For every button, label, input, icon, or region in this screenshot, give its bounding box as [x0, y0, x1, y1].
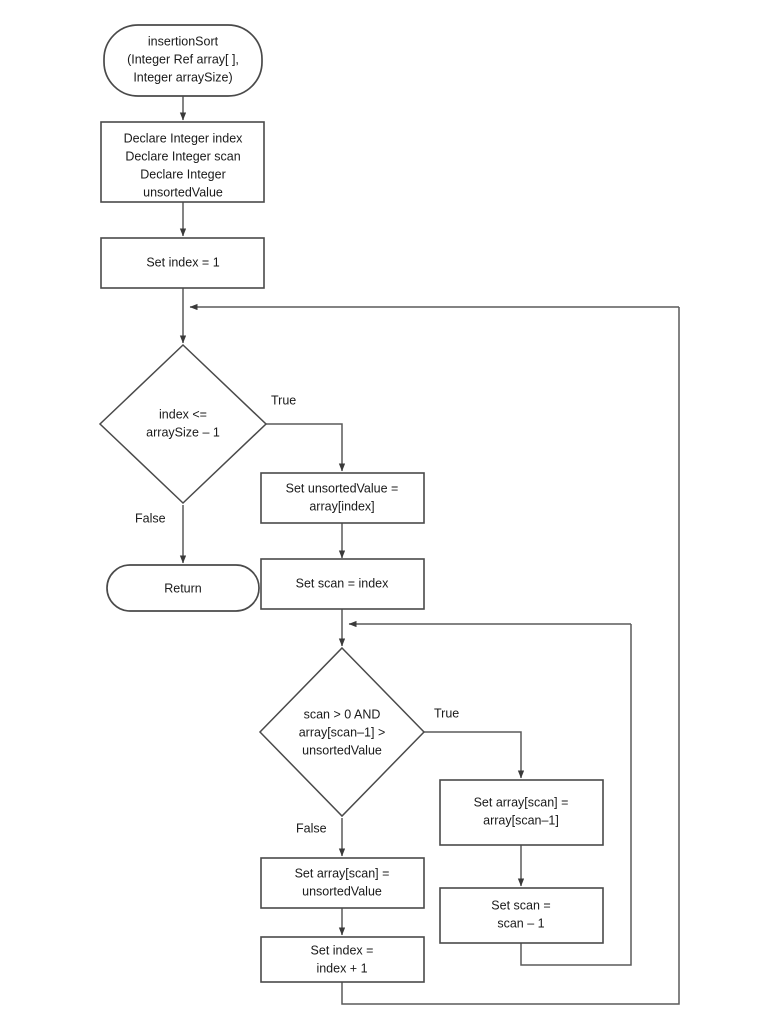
node-shift-element-line-1: Set array[scan] =: [474, 795, 569, 809]
node-shift-element-line-2: array[scan–1]: [483, 813, 559, 827]
node-declare-line-4: unsortedValue: [143, 185, 223, 199]
node-start: insertionSort (Integer Ref array[ ], Int…: [103, 24, 263, 97]
node-decrement-scan: Set scan = scan – 1: [439, 887, 604, 944]
node-increment-index: Set index = index + 1: [260, 936, 425, 983]
node-start-line-1: insertionSort: [148, 34, 219, 48]
node-return-line-1: Return: [164, 581, 202, 595]
node-decrement-scan-line-2: scan – 1: [497, 916, 544, 930]
node-inner-condition-line-1: scan > 0 AND: [304, 707, 381, 721]
node-inner-condition: scan > 0 AND array[scan–1] > unsortedVal…: [258, 646, 426, 818]
node-increment-index-line-1: Set index =: [311, 943, 374, 957]
node-decrement-scan-line-1: Set scan =: [491, 898, 550, 912]
node-declare-line-3: Declare Integer: [140, 167, 225, 181]
node-set-scan-index-line-1: Set scan = index: [296, 576, 390, 590]
node-set-unsorted-value: Set unsortedValue = array[index]: [260, 472, 425, 524]
label-inner-false: False: [296, 821, 327, 835]
label-inner-true: True: [434, 706, 459, 720]
node-set-index-1: Set index = 1: [100, 237, 265, 289]
node-declare-line-1: Declare Integer index: [124, 131, 244, 145]
node-shift-element: Set array[scan] = array[scan–1]: [439, 779, 604, 846]
edge-outer-true-to-set-unsorted-value: [266, 423, 346, 472]
node-declare: Declare Integer index Declare Integer sc…: [100, 121, 265, 203]
node-outer-condition-line-2: arraySize – 1: [146, 425, 220, 439]
node-set-index-1-line-1: Set index = 1: [146, 255, 219, 269]
node-outer-condition-line-1: index <=: [159, 407, 207, 421]
node-declare-line-2: Declare Integer scan: [125, 149, 240, 163]
connector-lines: [179, 96, 680, 1005]
node-outer-condition: index <= arraySize – 1: [98, 343, 268, 505]
node-set-unsorted-value-line-1: Set unsortedValue =: [286, 481, 399, 495]
node-start-line-2: (Integer Ref array[ ],: [127, 52, 239, 66]
node-set-scan-index: Set scan = index: [260, 558, 425, 610]
node-inner-condition-line-2: array[scan–1] >: [299, 725, 386, 739]
node-place-unsorted-value: Set array[scan] = unsortedValue: [260, 857, 425, 909]
label-outer-true: True: [271, 393, 296, 407]
node-return: Return: [106, 564, 260, 612]
node-inner-condition-line-3: unsortedValue: [302, 743, 382, 757]
node-place-unsorted-value-line-1: Set array[scan] =: [295, 866, 390, 880]
node-set-unsorted-value-line-2: array[index]: [309, 499, 374, 513]
edge-decrement-scan-to-inner-rail: [520, 624, 632, 966]
node-start-line-3: Integer arraySize): [133, 70, 232, 84]
node-place-unsorted-value-line-2: unsortedValue: [302, 884, 382, 898]
node-increment-index-line-2: index + 1: [316, 961, 367, 975]
edge-increment-index-to-outer-rail: [341, 307, 680, 1005]
label-outer-false: False: [135, 511, 166, 525]
edge-inner-true-to-shift-element: [424, 731, 525, 779]
